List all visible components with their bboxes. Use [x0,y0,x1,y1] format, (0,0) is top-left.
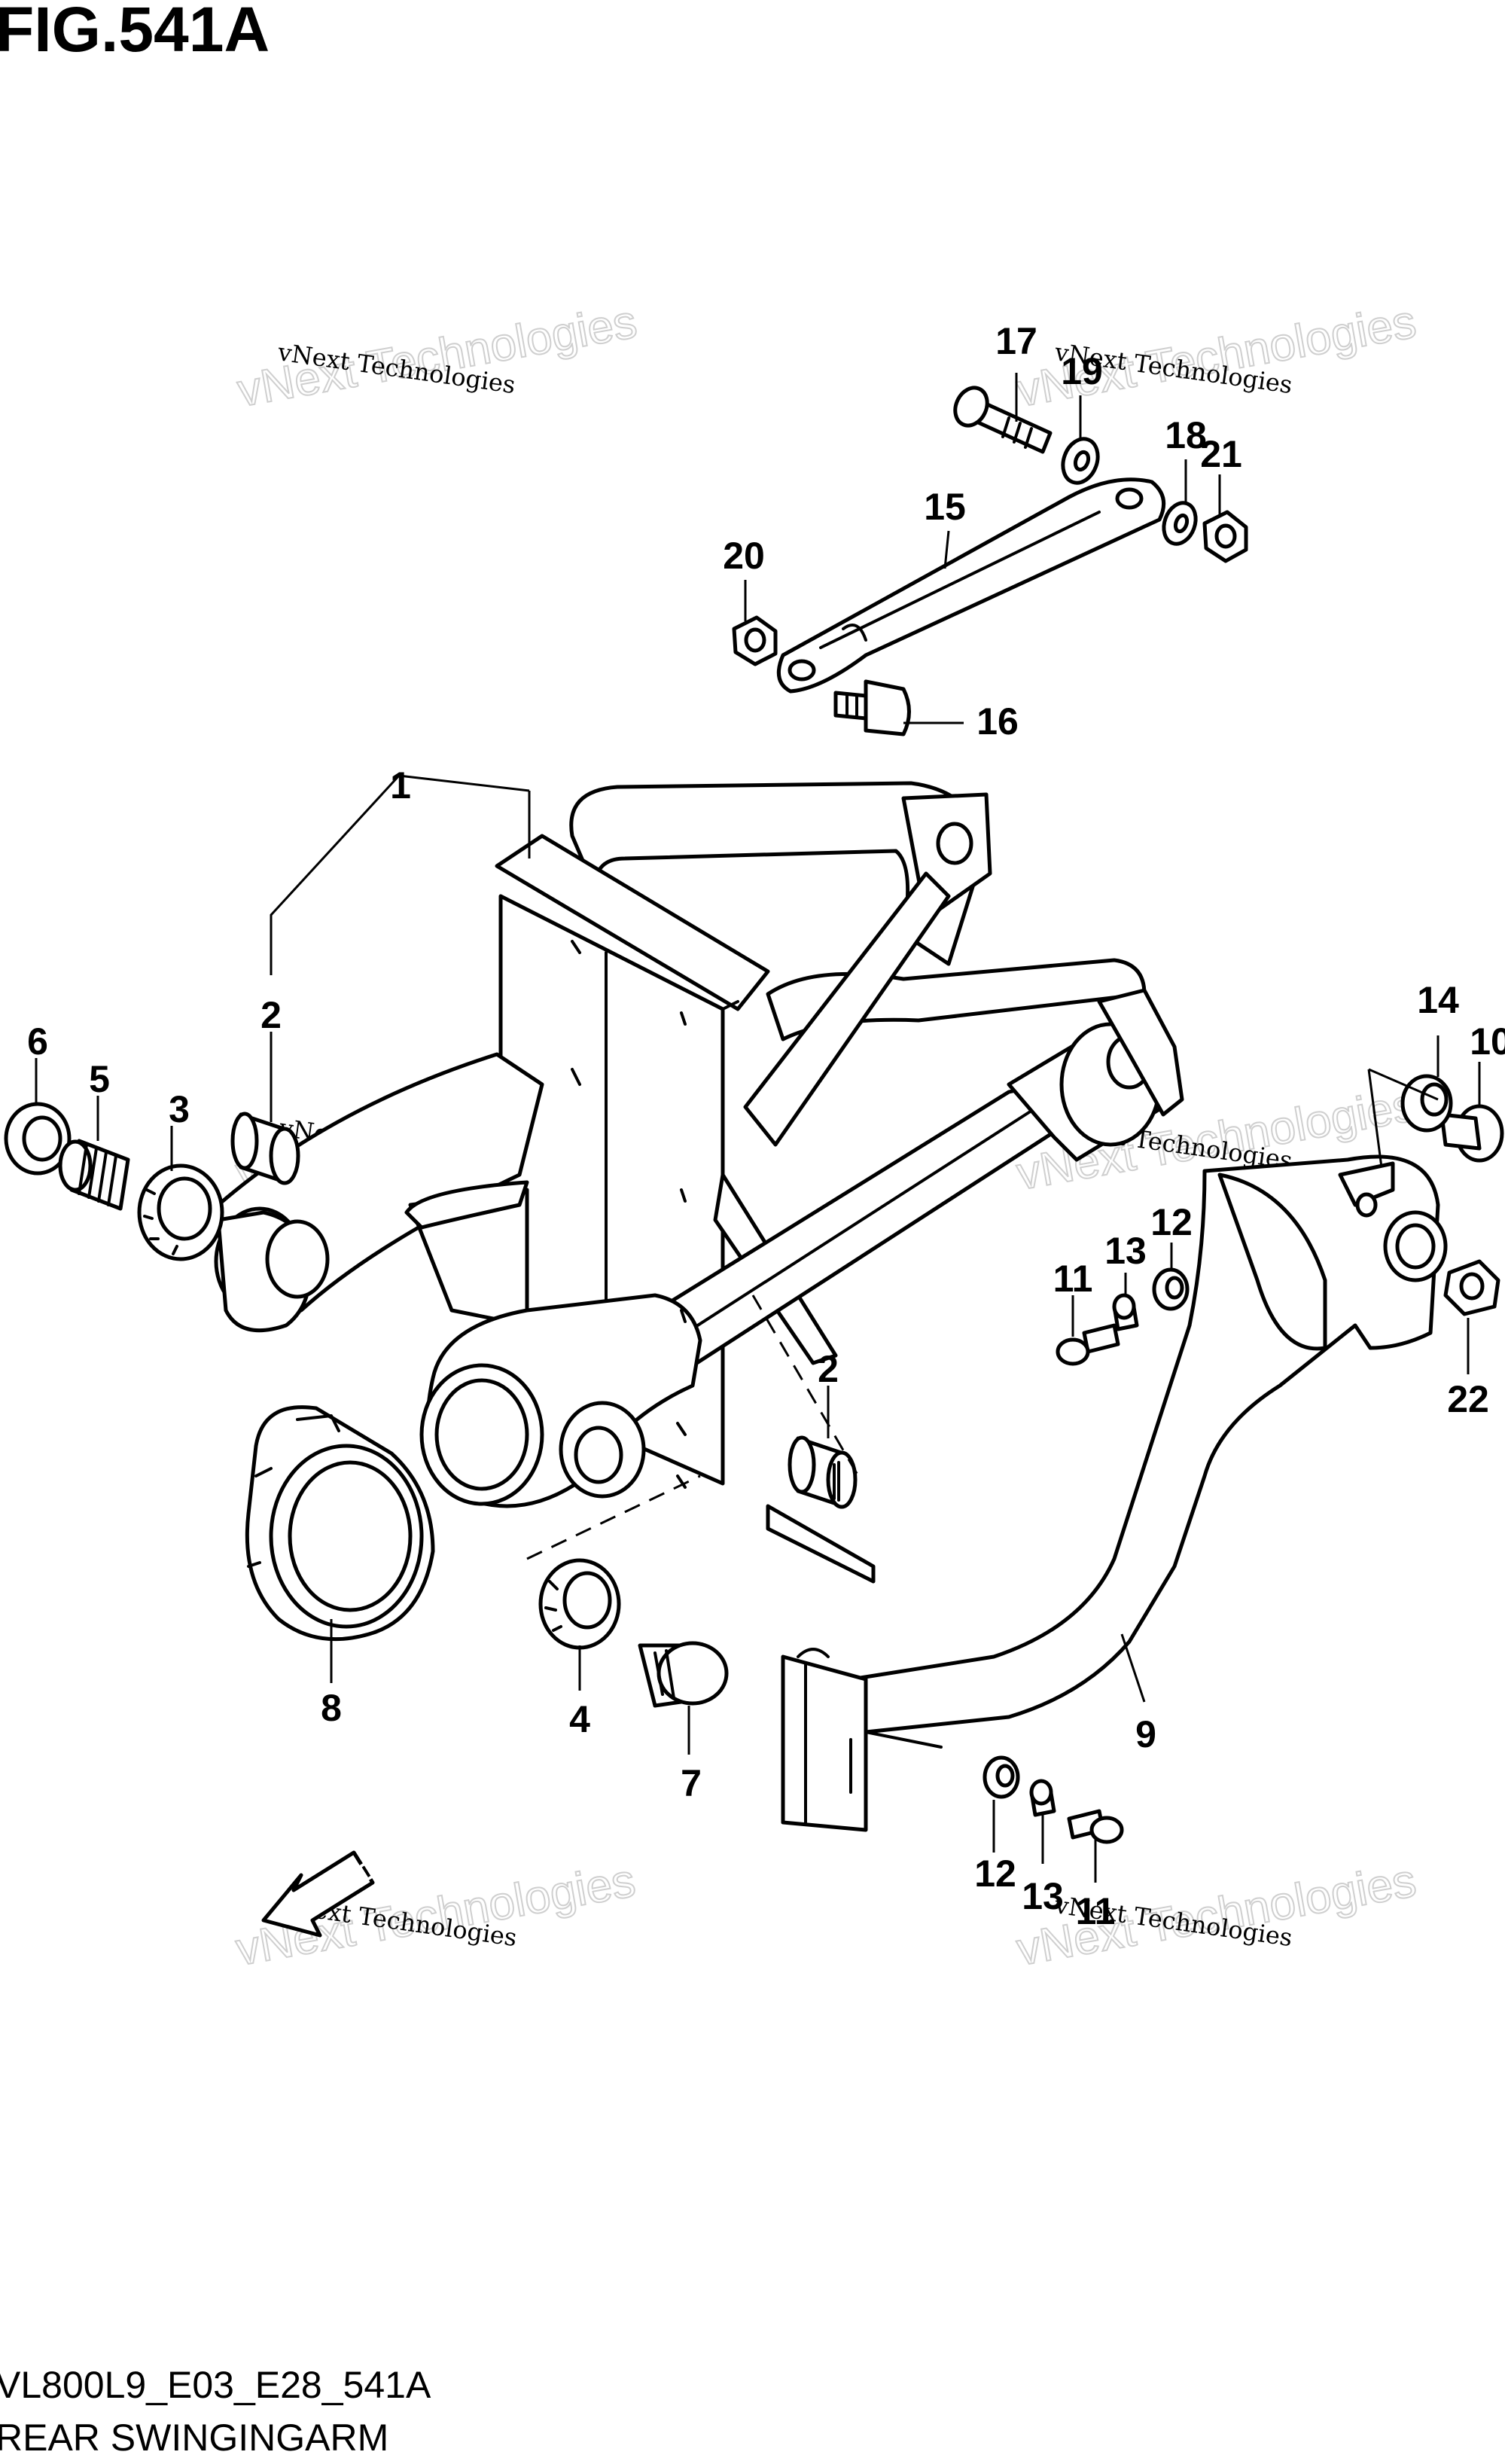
bracket-arm-9 [781,1154,1448,1832]
nut-21 [1202,510,1248,563]
bolt-11-lower [1067,1809,1124,1844]
bearing-2-left [230,1112,300,1185]
callout-13-upper: 13 [1104,1230,1147,1272]
pivot-shaft-5 [58,1139,130,1211]
callout-3: 3 [169,1088,190,1130]
callout-18: 18 [1165,414,1207,456]
callout-1: 1 [390,764,411,807]
bolt-17 [953,386,1053,454]
callout-7: 7 [681,1762,702,1804]
nut-22 [1443,1259,1500,1316]
collar-14 [1400,1074,1453,1133]
callout-16: 16 [976,700,1019,743]
callout-10: 10 [1470,1020,1505,1063]
callout-11-upper: 11 [1053,1258,1093,1300]
bolt-10 [1439,1104,1504,1163]
callout-21: 21 [1200,433,1242,475]
bearing-3 [137,1163,224,1261]
bearing-4 [538,1558,621,1650]
bearing-2-right [788,1435,858,1509]
callout-17: 17 [995,320,1037,362]
callout-20: 20 [723,535,765,577]
spacer-13-lower [1029,1779,1056,1817]
callout-4: 4 [569,1698,590,1740]
callout-13-lower: 13 [1022,1875,1064,1917]
callout-19: 19 [1061,350,1103,392]
callout-2-left: 2 [260,994,282,1036]
callout-8: 8 [321,1687,342,1729]
callout-12-lower: 12 [974,1853,1016,1895]
watermark-6: vNext Technologies vNext Technologies [1012,1854,1420,1977]
washer-12-upper [1152,1267,1190,1311]
watermark-1: vNext Technologies vNext Technologies [233,295,641,418]
washer-18 [1162,501,1198,546]
figure-subtitle: REAR SWINGINGARM [0,2417,388,2459]
callout-5: 5 [89,1058,110,1100]
callout-9: 9 [1135,1713,1156,1755]
leader-lines [35,373,1481,1883]
callout-12-upper: 12 [1150,1201,1193,1243]
callout-15: 15 [924,486,966,528]
bolt-16 [833,679,911,736]
swingarm-1 [214,781,1184,1584]
callout-11-lower: 11 [1076,1890,1116,1932]
callout-2-right: 2 [818,1348,839,1390]
seal-6 [4,1102,72,1176]
figure-code: VL800L9_E03_E28_541A [0,2364,431,2406]
nut-20 [732,615,778,666]
callout-22: 22 [1447,1378,1489,1420]
washer-12-lower [983,1755,1020,1799]
boot-8 [245,1405,435,1642]
torque-rod-15 [776,477,1166,694]
callout-14: 14 [1417,979,1459,1021]
dashed-guide-lines [526,1295,860,1560]
washer-19 [1061,437,1100,485]
plug-7 [638,1641,729,1708]
callout-6: 6 [27,1020,48,1063]
figure-title: FIG.541A [0,0,270,65]
spacer-13-upper [1112,1293,1139,1331]
bolt-11-upper [1056,1323,1120,1366]
